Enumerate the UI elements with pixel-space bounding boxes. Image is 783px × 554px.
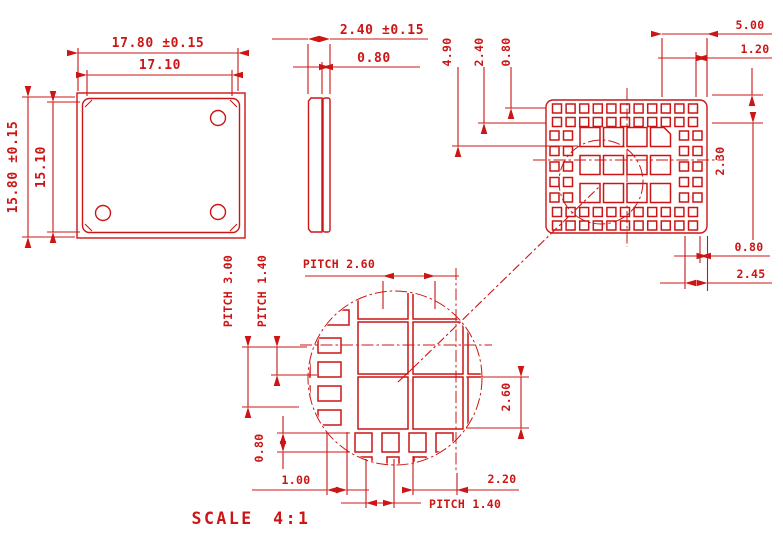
dim-080-right-label: 0.80 <box>735 240 764 254</box>
perimeter-pads <box>549 103 703 231</box>
dim-120-label: 1.20 <box>741 42 770 56</box>
detail-dimensions: PITCH 3.00 PITCH 1.40 PITCH 2.60 2.60 0.… <box>221 255 529 511</box>
dim-total-thickness-label: 2.40 ±0.15 <box>340 23 424 38</box>
scale-note: SCALE 4:1 <box>192 509 311 528</box>
package-side-view <box>307 97 331 233</box>
index-hole-bottom-right <box>209 203 227 221</box>
dim-inner-width-label: 17.10 <box>139 58 181 73</box>
dim-outer-height-label: 15.80 ±0.15 <box>6 121 21 214</box>
index-hole-bottom-left <box>94 204 112 222</box>
side-view-dimensions: 2.40 ±0.15 0.80 <box>272 23 428 94</box>
dim-500-label: 5.00 <box>736 18 765 32</box>
dim-220-label: 2.20 <box>488 472 517 486</box>
detail-view <box>300 268 492 471</box>
detail-callout-circle <box>558 139 644 225</box>
top-view-dimensions: 17.80 ±0.15 17.10 15.80 ±0.15 15.10 <box>6 36 249 248</box>
land-pattern-dimensions: 4.90 2.40 0.80 5.00 1.20 2.30 0.80 2.45 <box>440 18 772 291</box>
dim-490-label: 4.90 <box>440 38 454 67</box>
detail-pads <box>309 292 481 464</box>
dim-outer-width-label: 17.80 ±0.15 <box>112 36 205 51</box>
dim-100-label: 1.00 <box>282 473 311 487</box>
detail-boundary-circle <box>307 290 483 466</box>
land-pattern-view <box>397 88 724 383</box>
dim-080-top-label: 0.80 <box>499 38 513 67</box>
dim-230-label: 2.30 <box>713 147 727 176</box>
dim-inner-height-label: 15.10 <box>34 146 49 188</box>
dim-240-label: 2.40 <box>472 38 486 67</box>
pin1-chamfer-pad <box>649 126 672 148</box>
index-hole-top-right <box>209 109 227 127</box>
dim-pitch-140-bottom-label: PITCH 1.40 <box>429 497 501 511</box>
package-top-view <box>76 92 246 239</box>
dim-080-pad-label: 0.80 <box>252 434 266 463</box>
dim-step-thickness-label: 0.80 <box>357 51 391 66</box>
dim-pitch-260-label: PITCH 2.60 <box>303 257 375 271</box>
detail-leader-line <box>412 185 601 369</box>
dim-pitch-300-label: PITCH 3.00 <box>221 255 235 327</box>
dim-pitch-140-left-label: PITCH 1.40 <box>255 255 269 327</box>
center-pads <box>579 126 672 204</box>
dim-245-label: 2.45 <box>737 267 766 281</box>
dim-260-pad-label: 2.60 <box>499 383 513 412</box>
